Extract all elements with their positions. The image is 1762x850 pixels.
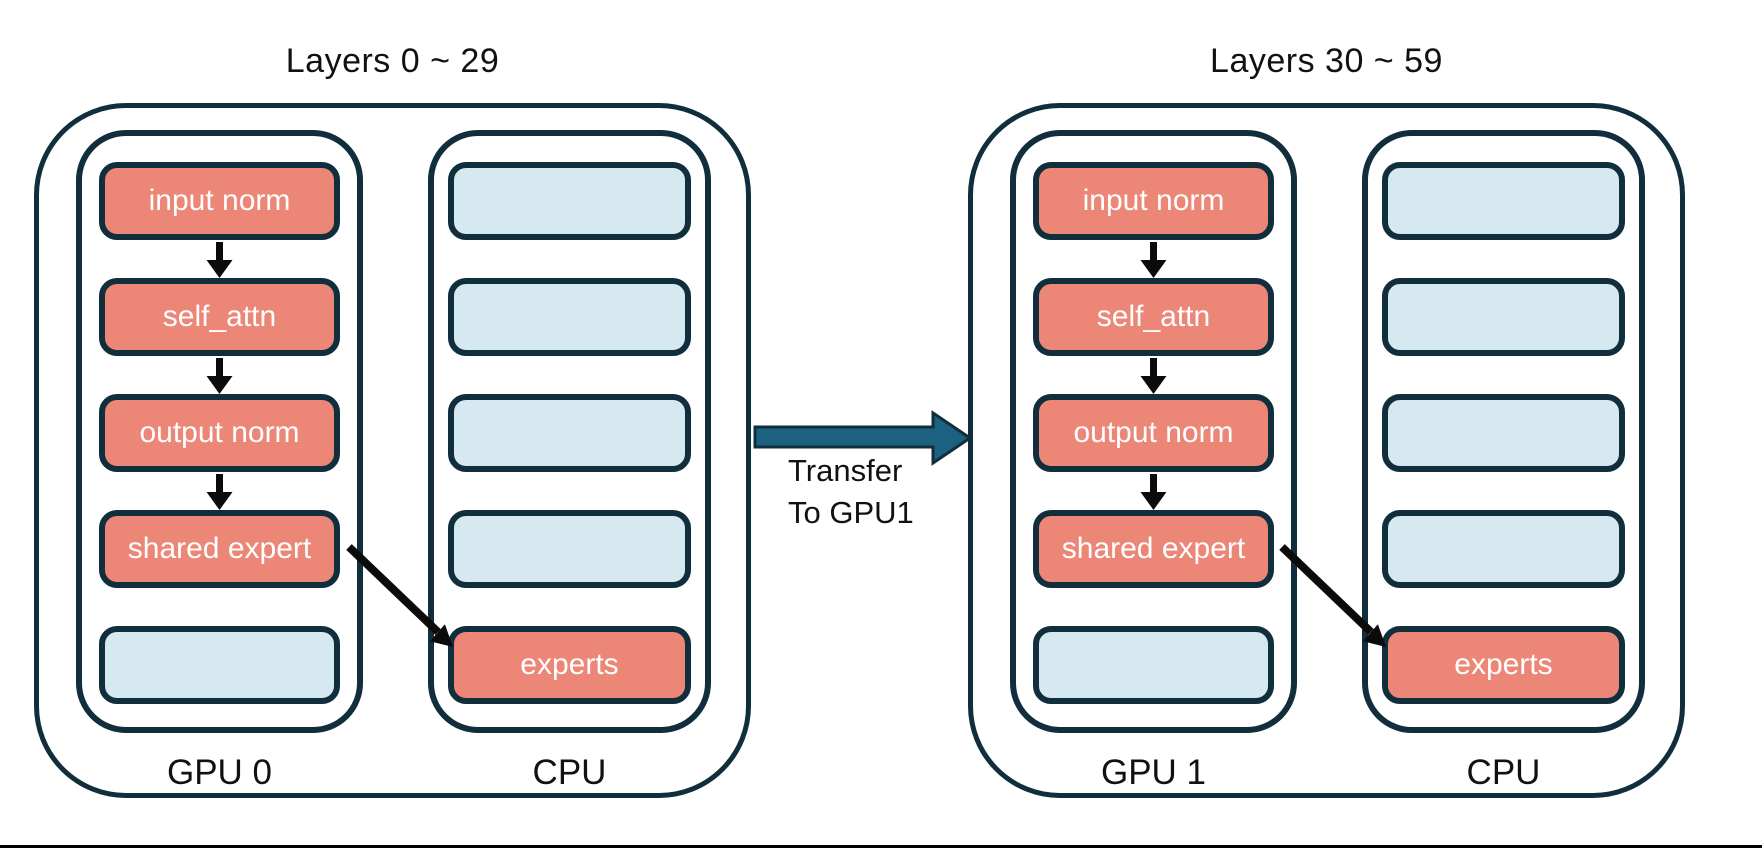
node-boundary: input norm self_attn output norm shared … — [34, 103, 751, 798]
node-boundary: input norm self_attn output norm shared … — [968, 103, 1685, 798]
box-output-norm: output norm — [99, 394, 340, 472]
gpu1-container: input norm self_attn output norm shared … — [1010, 130, 1297, 733]
cpu-label: CPU — [1466, 753, 1541, 792]
box-shared-expert: shared expert — [1033, 510, 1274, 588]
box-empty-slot — [1382, 510, 1625, 588]
box-empty-slot — [448, 394, 691, 472]
group-layers-30-59: Layers 30 ~ 59 input norm self_attn outp… — [968, 0, 1685, 850]
box-experts: experts — [448, 626, 691, 704]
box-self-attn: self_attn — [1033, 278, 1274, 356]
box-input-norm: input norm — [1033, 162, 1274, 240]
box-input-norm: input norm — [99, 162, 340, 240]
box-output-norm: output norm — [1033, 394, 1274, 472]
box-empty-slot — [448, 278, 691, 356]
box-empty-slot — [1382, 162, 1625, 240]
group-title: Layers 0 ~ 29 — [285, 42, 500, 80]
transfer-label: Transfer To GPU1 — [788, 450, 914, 534]
box-empty-slot — [1382, 278, 1625, 356]
gpu1-label: GPU 1 — [1100, 753, 1207, 792]
screenshot-bottom-edge — [0, 845, 1762, 848]
box-empty-slot — [99, 626, 340, 704]
box-empty-slot — [1382, 394, 1625, 472]
group-layers-0-29: Layers 0 ~ 29 input norm self_attn outpu… — [34, 0, 751, 850]
box-empty-slot — [1033, 626, 1274, 704]
transfer-label-line1: Transfer — [788, 453, 903, 488]
box-self-attn: self_attn — [99, 278, 340, 356]
box-experts: experts — [1382, 626, 1625, 704]
box-shared-expert: shared expert — [99, 510, 340, 588]
box-empty-slot — [448, 510, 691, 588]
cpu-container: experts — [1362, 130, 1645, 733]
box-empty-slot — [448, 162, 691, 240]
cpu-container: experts — [428, 130, 711, 733]
transfer-label-line2: To GPU1 — [788, 495, 914, 530]
cpu-label: CPU — [532, 753, 607, 792]
gpu0-label: GPU 0 — [166, 753, 273, 792]
gpu0-container: input norm self_attn output norm shared … — [76, 130, 363, 733]
group-title: Layers 30 ~ 59 — [1210, 42, 1443, 80]
